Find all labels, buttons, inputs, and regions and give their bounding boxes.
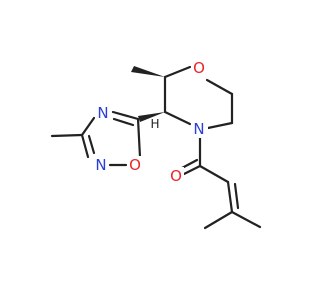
bond-n4-c3-ox [80, 116, 96, 137]
oxadiazole-n2-label: N [95, 156, 106, 174]
molecule-structure: O N H N N O O [50, 59, 262, 230]
bond-c5-n4-ox-double [112, 117, 135, 127]
bond-c3-methyl-ox [50, 133, 84, 138]
bond-c3-n2-ox [80, 133, 90, 159]
bond-carbonyl-ch [198, 164, 230, 184]
ring-oxygen-label: O [193, 59, 205, 77]
bond-c-methyl-left [203, 210, 234, 230]
morpholine-ring [163, 65, 234, 130]
carbonyl-oxygen-label: O [170, 167, 182, 185]
bond-c5-n4-ox [111, 110, 140, 121]
bond-carbonyl-o [182, 164, 202, 176]
oxadiazole-ring [50, 110, 142, 167]
ring-nitrogen-label: N [193, 120, 204, 138]
oxadiazole-o1-label: O [129, 156, 141, 174]
wedge-bond-methyl [131, 66, 165, 77]
oxadiazole-n4-label: N [97, 104, 108, 122]
wedge-bond-oxadiazole [138, 112, 165, 122]
bond-carbonyl-o-double [180, 158, 199, 170]
bond-c5-n4 [206, 121, 234, 130]
bond-ch-c-double1 [226, 180, 234, 214]
bond-c2-o1 [163, 65, 192, 79]
bond-c-methyl-right [230, 210, 262, 229]
acyl-chain [180, 134, 262, 230]
bond-o1-c6 [205, 78, 234, 96]
bond-ch-c-double2 [233, 182, 240, 210]
atom-labels: O N H N N O O [93, 59, 208, 185]
bond-o1-c5-ox [136, 117, 142, 159]
bond-n4-c3 [163, 110, 192, 126]
stereo-hydrogen-label: H [150, 117, 159, 131]
bond-c3-n2-ox-double [87, 134, 96, 155]
